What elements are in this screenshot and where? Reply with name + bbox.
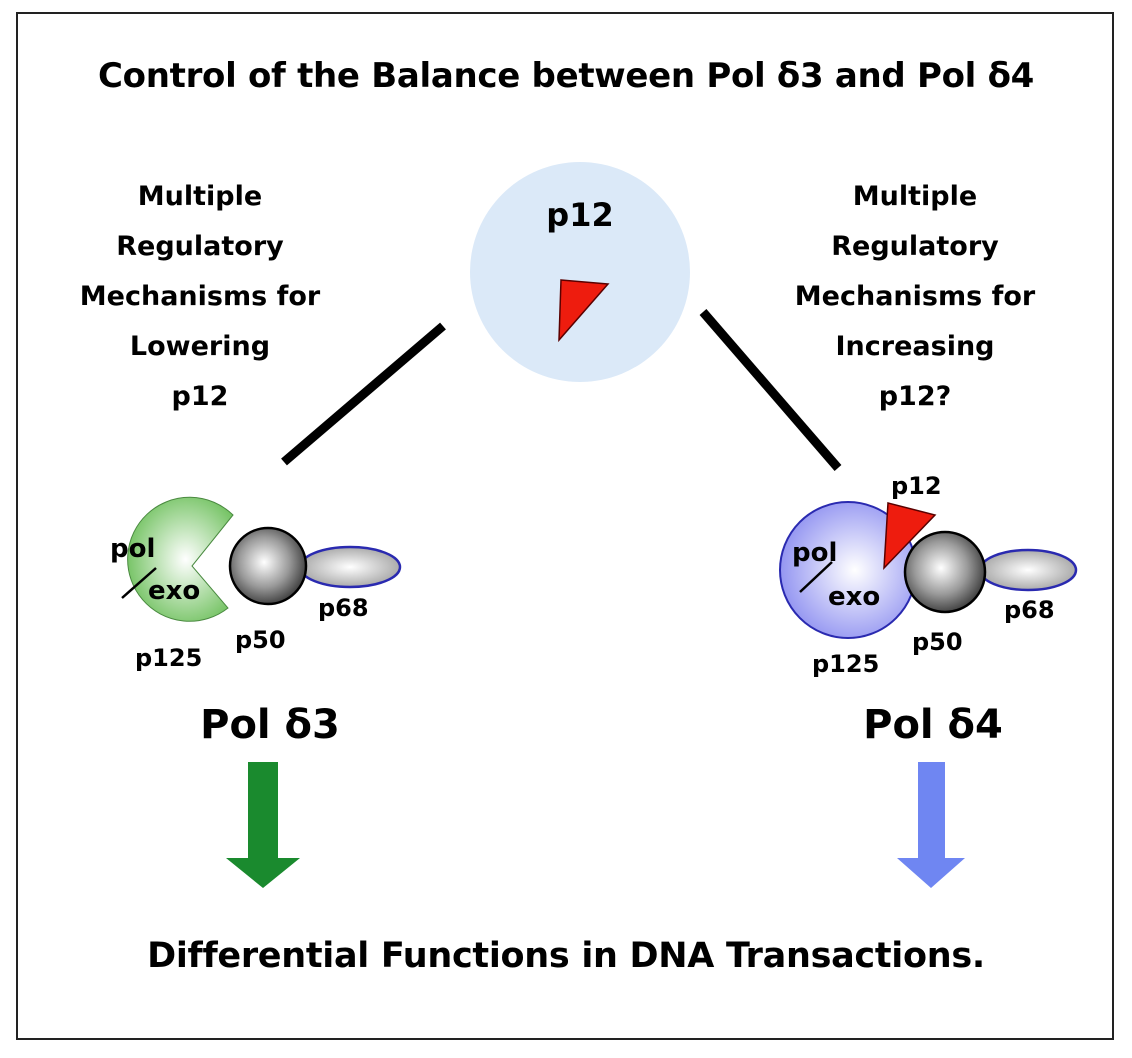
p12-triangle-bound-icon — [883, 502, 937, 570]
p12-center-label: p12 — [546, 196, 614, 234]
left-reg-line: Lowering — [129, 331, 271, 362]
pol-exo-divider-left — [121, 567, 157, 599]
exo-label-left: exo — [148, 576, 201, 606]
pol-delta4-name: Pol δ4 — [863, 702, 1003, 748]
pol-label-right: pol — [792, 538, 838, 568]
p12-label-right: p12 — [891, 472, 942, 500]
pol-delta3-complex — [121, 496, 402, 622]
arrow-down-green-icon — [226, 762, 300, 888]
right-reg-line: Regulatory — [831, 231, 999, 262]
pol-label-left: pol — [110, 534, 156, 564]
right-regulation-text: Multiple Regulatory Mechanisms for Incre… — [770, 172, 1060, 422]
p68-label-right: p68 — [1004, 596, 1055, 624]
figure-title: Control of the Balance between Pol δ3 an… — [98, 56, 1034, 96]
p125-label-left: p125 — [135, 644, 203, 672]
left-reg-line: Multiple — [137, 181, 263, 212]
pol-exo-divider-right — [799, 561, 833, 593]
p50-sphere-left — [228, 526, 308, 606]
p50-label-right: p50 — [912, 628, 963, 656]
footer-caption: Differential Functions in DNA Transactio… — [147, 936, 985, 976]
figure-frame — [16, 12, 1114, 1040]
right-reg-line: p12? — [878, 381, 952, 412]
pol-delta4-complex — [779, 501, 1078, 639]
left-reg-line: p12 — [171, 381, 229, 412]
right-reg-line: Mechanisms for — [794, 281, 1036, 312]
p50-sphere-right — [903, 530, 987, 614]
left-reg-line: Mechanisms for — [79, 281, 321, 312]
left-reg-line: Regulatory — [116, 231, 284, 262]
right-reg-line: Increasing — [835, 331, 995, 362]
p68-oval-left — [298, 545, 402, 589]
p68-oval-right — [978, 548, 1078, 592]
pol-delta3-name: Pol δ3 — [200, 702, 340, 748]
right-connector-line — [699, 309, 842, 471]
arrow-down-blue-icon — [897, 762, 965, 888]
p68-label-left: p68 — [318, 594, 369, 622]
p12-bubble — [470, 162, 690, 382]
p125-label-right: p125 — [812, 650, 880, 678]
p50-label-left: p50 — [235, 626, 286, 654]
p125-pacman-left — [127, 496, 234, 622]
left-regulation-text: Multiple Regulatory Mechanisms for Lower… — [60, 172, 340, 422]
right-reg-line: Multiple — [852, 181, 978, 212]
exo-label-right: exo — [828, 582, 881, 612]
left-connector-line — [281, 322, 446, 466]
p12-triangle-icon — [558, 279, 610, 343]
